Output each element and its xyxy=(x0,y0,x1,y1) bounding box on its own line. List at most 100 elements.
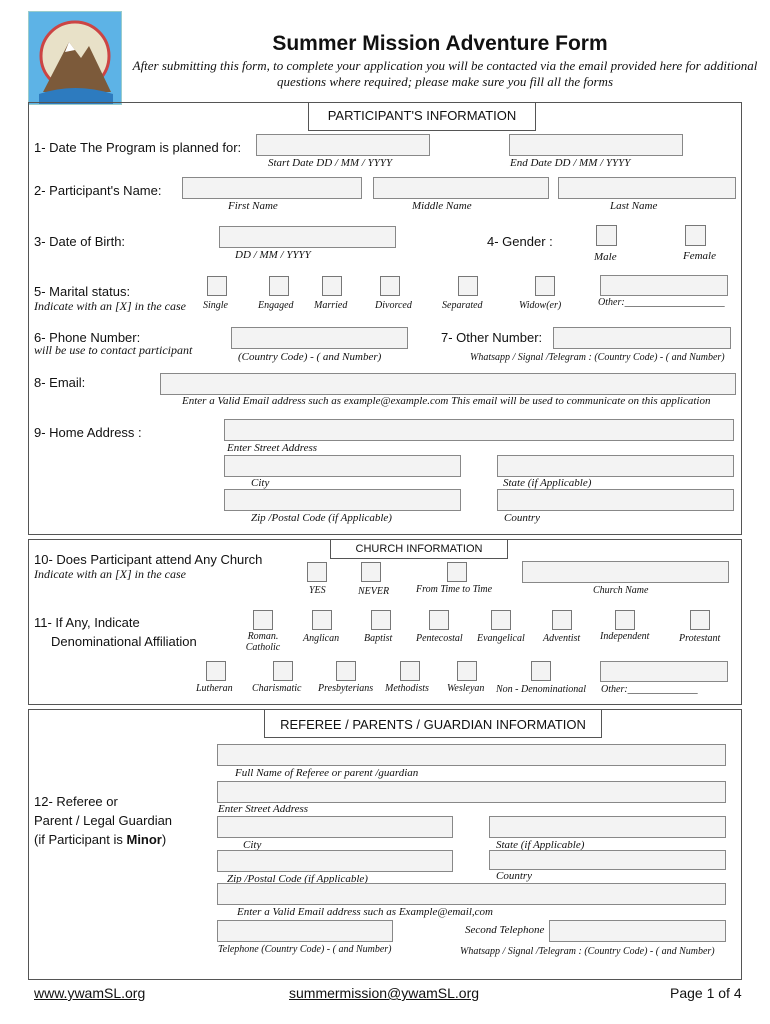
denom-lutheran-checkbox[interactable] xyxy=(206,661,226,681)
q10-label: 10- Does Participant attend Any Church xyxy=(34,552,263,567)
marital-married-checkbox[interactable] xyxy=(322,276,342,296)
referee-email-hint: Enter a Valid Email address such as Exam… xyxy=(237,906,493,918)
referee-city-input[interactable] xyxy=(217,816,453,838)
q11-label-line1: 11- If Any, Indicate xyxy=(34,615,140,630)
gender-female-checkbox[interactable] xyxy=(685,225,706,246)
other-number-hint: Whatsapp / Signal /Telegram : (Country C… xyxy=(470,352,725,363)
country-hint: Country xyxy=(504,512,541,524)
gender-male-checkbox[interactable] xyxy=(596,225,617,246)
q9-label: 9- Home Address : xyxy=(34,425,142,440)
referee-street-hint: Enter Street Address xyxy=(218,803,309,815)
marital-married-label: Married xyxy=(314,300,348,311)
denom-independent-label: Independent xyxy=(600,631,650,642)
marital-other-label: Other:____________________ xyxy=(598,297,725,308)
marital-separated-checkbox[interactable] xyxy=(458,276,478,296)
ywam-logo xyxy=(28,11,122,105)
marital-other-input[interactable] xyxy=(600,275,728,296)
marital-divorced-checkbox[interactable] xyxy=(380,276,400,296)
referee-city-hint: City xyxy=(243,839,262,851)
email-input[interactable] xyxy=(160,373,736,395)
denom-charismatic-label: Charismatic xyxy=(252,683,302,694)
church-never-label: NEVER xyxy=(358,586,390,597)
end-date-input[interactable] xyxy=(509,134,683,156)
referee-street-input[interactable] xyxy=(217,781,726,803)
last-name-input[interactable] xyxy=(558,177,736,199)
dob-input[interactable] xyxy=(219,226,396,248)
section-header-participant: PARTICIPANT'S INFORMATION xyxy=(308,102,536,131)
referee-email-input[interactable] xyxy=(217,883,726,905)
form-title: Summer Mission Adventure Form xyxy=(272,32,608,55)
denom-wesleyan-checkbox[interactable] xyxy=(457,661,477,681)
dob-hint: DD / MM / YYYY xyxy=(235,249,311,261)
denom-catholic-label: Roman. Catholic xyxy=(245,631,281,653)
referee-phone-hint: Telephone (Country Code) - ( and Number) xyxy=(218,944,392,955)
zip-input[interactable] xyxy=(224,489,461,511)
referee-country-input[interactable] xyxy=(489,850,726,870)
q5-instruction: Indicate with an [X] in the case xyxy=(34,299,186,313)
phone-hint: (Country Code) - ( and Number) xyxy=(238,351,382,363)
street-address-hint: Enter Street Address xyxy=(227,442,318,454)
state-input[interactable] xyxy=(497,455,734,477)
zip-hint: Zip /Postal Code (if Applicable) xyxy=(251,512,392,524)
section-header-referee: REFEREE / PARENTS / GUARDIAN INFORMATION xyxy=(264,709,602,738)
marital-single-label: Single xyxy=(203,300,228,311)
referee-second-phone-label: Second Telephone xyxy=(465,924,545,936)
q11-label-line2: Denominational Affiliation xyxy=(51,634,197,649)
denom-anglican-checkbox[interactable] xyxy=(312,610,332,630)
q8-label: 8- Email: xyxy=(34,375,86,390)
denom-anglican-label: Anglican xyxy=(303,633,340,644)
church-never-checkbox[interactable] xyxy=(361,562,381,582)
referee-second-phone-input[interactable] xyxy=(549,920,726,942)
footer-website-link[interactable]: www.ywamSL.org xyxy=(34,985,146,1001)
denom-baptist-checkbox[interactable] xyxy=(371,610,391,630)
denom-protestant-checkbox[interactable] xyxy=(690,610,710,630)
q5-label: 5- Marital status: xyxy=(34,284,131,299)
footer-email-link[interactable]: summermission@ywamSL.org xyxy=(289,985,480,1001)
q6-label: 6- Phone Number: xyxy=(34,330,141,345)
church-name-label: Church Name xyxy=(593,585,649,596)
phone-input[interactable] xyxy=(231,327,408,349)
denom-evangelical-label: Evangelical xyxy=(477,633,525,644)
first-name-input[interactable] xyxy=(182,177,362,199)
marital-engaged-checkbox[interactable] xyxy=(269,276,289,296)
state-hint: State (if Applicable) xyxy=(503,477,592,489)
church-name-input[interactable] xyxy=(522,561,729,583)
denom-lutheran-label: Lutheran xyxy=(196,683,233,694)
denom-presbyterian-label: Presbyterians xyxy=(318,683,374,694)
marital-single-checkbox[interactable] xyxy=(207,276,227,296)
start-date-input[interactable] xyxy=(256,134,430,156)
denom-adventist-checkbox[interactable] xyxy=(552,610,572,630)
city-input[interactable] xyxy=(224,455,461,477)
q12-label-line3-suffix: ) xyxy=(161,832,167,847)
marital-engaged-label: Engaged xyxy=(258,300,294,311)
section-header-church: CHURCH INFORMATION xyxy=(330,539,508,559)
referee-country-hint: Country xyxy=(496,870,533,882)
middle-name-hint: Middle Name xyxy=(412,200,472,212)
referee-state-hint: State (if Applicable) xyxy=(496,839,585,851)
church-sometimes-label: From Time to Time xyxy=(416,584,493,595)
referee-state-input[interactable] xyxy=(489,816,726,838)
denom-nondenom-checkbox[interactable] xyxy=(531,661,551,681)
marital-widow-checkbox[interactable] xyxy=(535,276,555,296)
country-input[interactable] xyxy=(497,489,734,511)
middle-name-input[interactable] xyxy=(373,177,549,199)
denom-other-input[interactable] xyxy=(600,661,728,682)
referee-phone-input[interactable] xyxy=(217,920,393,942)
street-address-input[interactable] xyxy=(224,419,734,441)
q4-label: 4- Gender : xyxy=(487,234,553,249)
denom-evangelical-checkbox[interactable] xyxy=(491,610,511,630)
denom-nondenom-label: Non - Denominational xyxy=(496,684,586,695)
denom-independent-checkbox[interactable] xyxy=(615,610,635,630)
q12-minor-emphasis: Minor xyxy=(126,832,162,847)
denom-charismatic-checkbox[interactable] xyxy=(273,661,293,681)
church-sometimes-checkbox[interactable] xyxy=(447,562,467,582)
last-name-hint: Last Name xyxy=(610,200,658,212)
denom-pentecostal-checkbox[interactable] xyxy=(429,610,449,630)
denom-methodist-checkbox[interactable] xyxy=(400,661,420,681)
church-yes-checkbox[interactable] xyxy=(307,562,327,582)
denom-presbyterian-checkbox[interactable] xyxy=(336,661,356,681)
referee-zip-input[interactable] xyxy=(217,850,453,872)
denom-catholic-checkbox[interactable] xyxy=(253,610,273,630)
referee-fullname-input[interactable] xyxy=(217,744,726,766)
other-number-input[interactable] xyxy=(553,327,731,349)
